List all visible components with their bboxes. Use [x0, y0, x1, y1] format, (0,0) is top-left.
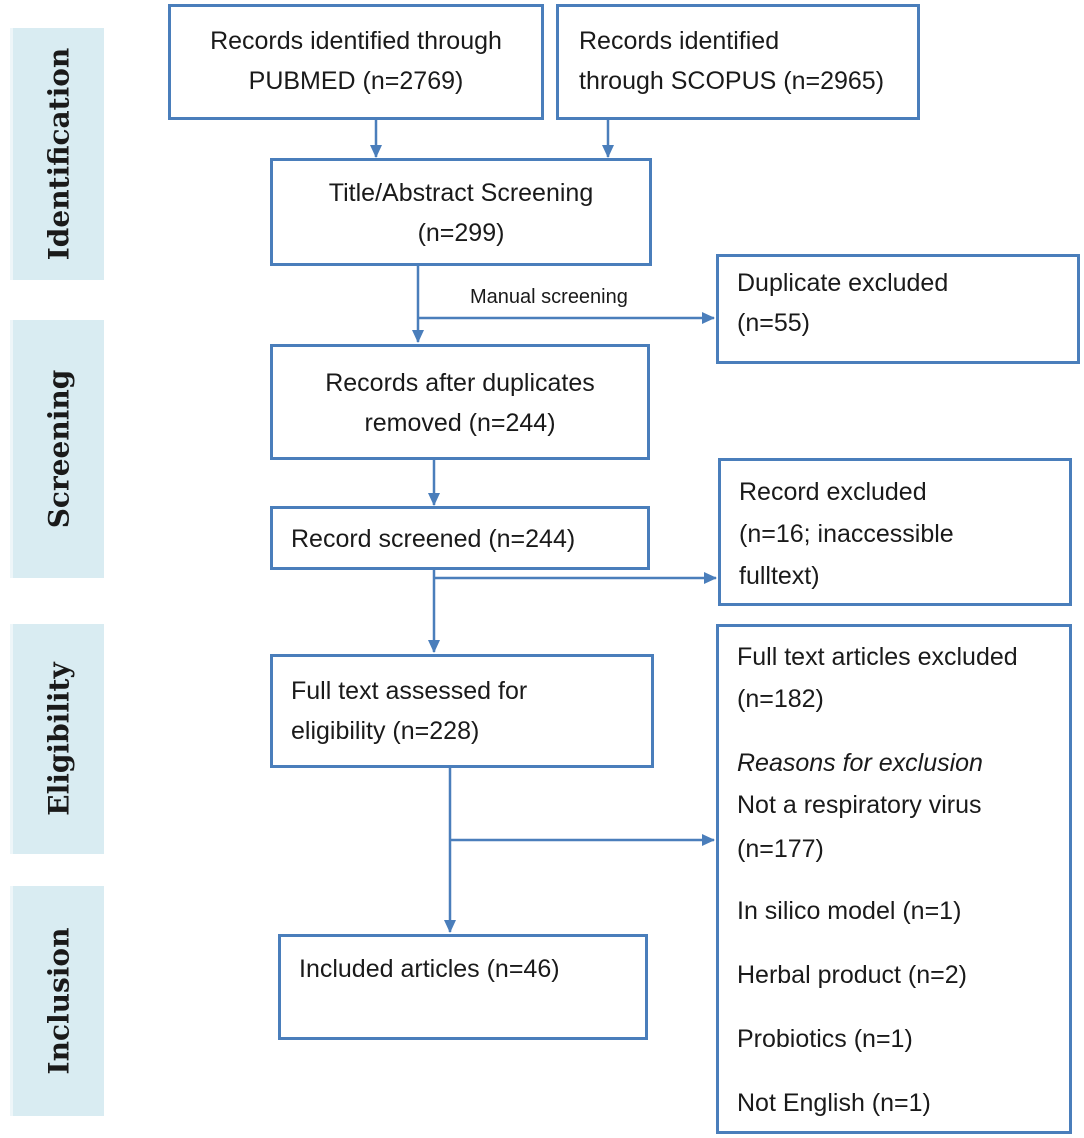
edge-label-manual-screening: Manual screening: [470, 286, 628, 308]
reason-item: Herbal product (n=2): [737, 961, 967, 989]
box-record-screened: Record screened (n=244): [270, 506, 650, 570]
reason-item: (n=177): [737, 835, 824, 863]
box-full-text-assessed: Full text assessed for eligibility (n=22…: [270, 654, 654, 768]
stage-inclusion: Inclusion: [10, 886, 104, 1116]
box-duplicate-excluded: Duplicate excluded (n=55): [716, 254, 1080, 364]
stage-identification-label: Identification: [42, 47, 75, 261]
full-text-excluded-count: (n=182): [737, 685, 824, 713]
reason-item: Probiotics (n=1): [737, 1025, 913, 1053]
stage-eligibility-label: Eligibility: [42, 662, 75, 816]
reasons-heading: Reasons for exclusion: [737, 749, 983, 777]
box-scopus: Records identified through SCOPUS (n=296…: [556, 4, 920, 120]
box-full-text-excluded: Full text articles excluded (n=182) Reas…: [716, 624, 1072, 1134]
reason-item: Not a respiratory virus: [737, 791, 982, 819]
stage-inclusion-label: Inclusion: [42, 927, 75, 1075]
box-pubmed: Records identified through PUBMED (n=276…: [168, 4, 544, 120]
reason-item: Not English (n=1): [737, 1089, 931, 1117]
full-text-excluded-title: Full text articles excluded: [737, 643, 1018, 671]
box-record-excluded: Record excluded (n=16; inaccessible full…: [718, 458, 1072, 606]
stage-screening: Screening: [10, 320, 104, 578]
stage-screening-label: Screening: [42, 369, 75, 529]
reason-item: In silico model (n=1): [737, 897, 962, 925]
stage-eligibility: Eligibility: [10, 624, 104, 854]
box-title-abstract-screening: Title/Abstract Screening (n=299): [270, 158, 652, 266]
stage-identification: Identification: [10, 28, 104, 280]
box-records-after-duplicates: Records after duplicates removed (n=244): [270, 344, 650, 460]
box-included-articles: Included articles (n=46): [278, 934, 648, 1040]
